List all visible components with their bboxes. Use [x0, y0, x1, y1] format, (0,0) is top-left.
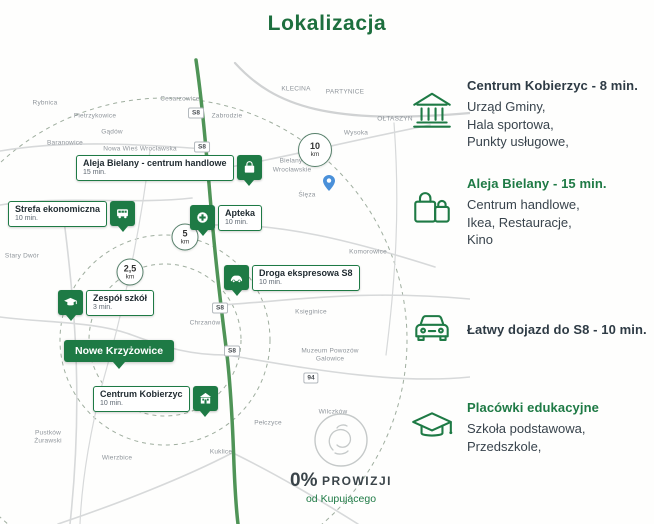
- amenity-centrum-kobierzyc: Centrum Kobierzyc - 8 min. Urząd Gminy, …: [408, 78, 652, 151]
- car-icon: [224, 265, 249, 290]
- amenity-aleja-bielany: Aleja Bielany - 15 min. Centrum handlowe…: [408, 176, 652, 249]
- road-shield-S8: S8: [224, 345, 240, 357]
- amenity-title: Centrum Kobierzyc - 8 min.: [467, 78, 638, 93]
- watermark-percent: 0%: [290, 470, 318, 491]
- pin-label: Droga ekspresowa S8: [259, 268, 353, 278]
- map-pin-apteka: Apteka 10 min.: [190, 205, 263, 231]
- road-shield-S8: S8: [188, 107, 204, 119]
- watermark-text: 0% PROWIZJI: [281, 470, 401, 492]
- pin-time: 10 min.: [15, 215, 38, 222]
- graduation-cap-icon: [408, 406, 456, 455]
- amenities-panel: Centrum Kobierzyc - 8 min. Urząd Gminy, …: [404, 0, 654, 524]
- pin-label-box: Zespół szkół 3 min.: [86, 290, 155, 316]
- pin-label: Aleja Bielany - centrum handlowe: [83, 158, 227, 168]
- map-pin-strefa-ekonomiczna: Strefa ekonomiczna 10 min.: [8, 201, 136, 227]
- road-shield-94: 94: [303, 372, 319, 384]
- pin-time: 15 min.: [83, 169, 106, 176]
- pin-label: Zespół szkół: [93, 293, 148, 303]
- map-pin-zespol-szkol: Zespół szkół 3 min.: [58, 290, 155, 316]
- amenity-line: Kino: [467, 232, 494, 247]
- pin-label-box: Aleja Bielany - centrum handlowe 15 min.: [76, 155, 234, 181]
- graduation-cap-icon: [58, 290, 83, 315]
- watermark-word: PROWIZJI: [321, 474, 392, 488]
- pharmacy-cross-icon: [190, 205, 215, 230]
- amenity-title: Aleja Bielany - 15 min.: [467, 176, 607, 191]
- town-hall-icon: [192, 386, 218, 411]
- pin-label-box: Strefa ekonomiczna 10 min.: [8, 201, 108, 227]
- car-icon: [408, 306, 456, 352]
- map-poi-pin-icon: [323, 175, 335, 191]
- amenity-title: Łatwy dojazd do S8 - 10 min.: [467, 321, 647, 337]
- distance-badge-2-5km: 2,5 km: [116, 258, 144, 286]
- pin-label: Strefa ekonomiczna: [15, 204, 101, 214]
- development-name-pin: Nowe Krzyżowice: [64, 340, 175, 362]
- amenity-dojazd-s8: Łatwy dojazd do S8 - 10 min.: [408, 306, 652, 352]
- map-pin-aleja-bielany: Aleja Bielany - centrum handlowe 15 min.: [76, 155, 262, 181]
- amenity-line: Hala sportowa,: [467, 116, 554, 132]
- radius-circles: [0, 97, 408, 524]
- bank-icon: [408, 88, 456, 151]
- pin-label-box: Centrum Kobierzyc 10 min.: [93, 386, 190, 412]
- map-pin-nowe-krzyzowice: Nowe Krzyżowice: [64, 340, 175, 362]
- watermark-subtitle: od Kupującego: [305, 493, 377, 505]
- shopping-bags-icon: [408, 186, 456, 249]
- map-pin-centrum-kobierzyc: Centrum Kobierzyc 10 min.: [93, 386, 218, 412]
- pin-label: Centrum Kobierzyc: [100, 389, 183, 399]
- amenity-line: Szkoła podstawowa,: [467, 421, 586, 436]
- pin-time: 10 min.: [100, 400, 123, 407]
- amenity-line: Ikea, Restauracje,: [467, 214, 572, 230]
- agency-emblem-icon: [314, 413, 368, 467]
- page-title: Lokalizacja: [267, 12, 387, 35]
- shopping-bag-icon: [236, 155, 262, 180]
- pin-time: 3 min.: [93, 304, 113, 311]
- map-pin-droga-s8: Droga ekspresowa S8 10 min.: [224, 265, 360, 291]
- pin-time: 10 min.: [225, 219, 248, 226]
- badge-unit: km: [125, 273, 135, 280]
- pin-time: 10 min.: [259, 279, 282, 286]
- amenity-line: Przedszkole,: [467, 438, 542, 454]
- badge-value: 10: [309, 141, 320, 151]
- pin-label-box: Apteka 10 min.: [218, 205, 263, 231]
- amenity-line: Urząd Gminy,: [467, 99, 546, 114]
- badge-value: 2,5: [123, 263, 137, 273]
- amenity-line: Punkty usługowe,: [467, 134, 569, 149]
- pin-label: Apteka: [225, 208, 256, 218]
- amenity-title: Placówki edukacyjne: [467, 400, 599, 415]
- road-shield-S8: S8: [194, 141, 210, 153]
- badge-value: 5: [182, 228, 188, 238]
- pin-label-box: Droga ekspresowa S8 10 min.: [252, 265, 360, 291]
- bus-icon: [110, 201, 136, 226]
- badge-unit: km: [180, 238, 190, 245]
- badge-unit: km: [310, 151, 320, 158]
- agency-watermark: 0% PROWIZJI od Kupującego: [281, 412, 401, 505]
- road-shield-S8: S8: [212, 302, 228, 314]
- amenity-placowki-edukacyjne: Placówki edukacyjne Szkoła podstawowa, P…: [408, 400, 652, 455]
- distance-badge-10km: 10 km: [298, 133, 332, 167]
- amenity-line: Centrum handlowe,: [467, 197, 580, 212]
